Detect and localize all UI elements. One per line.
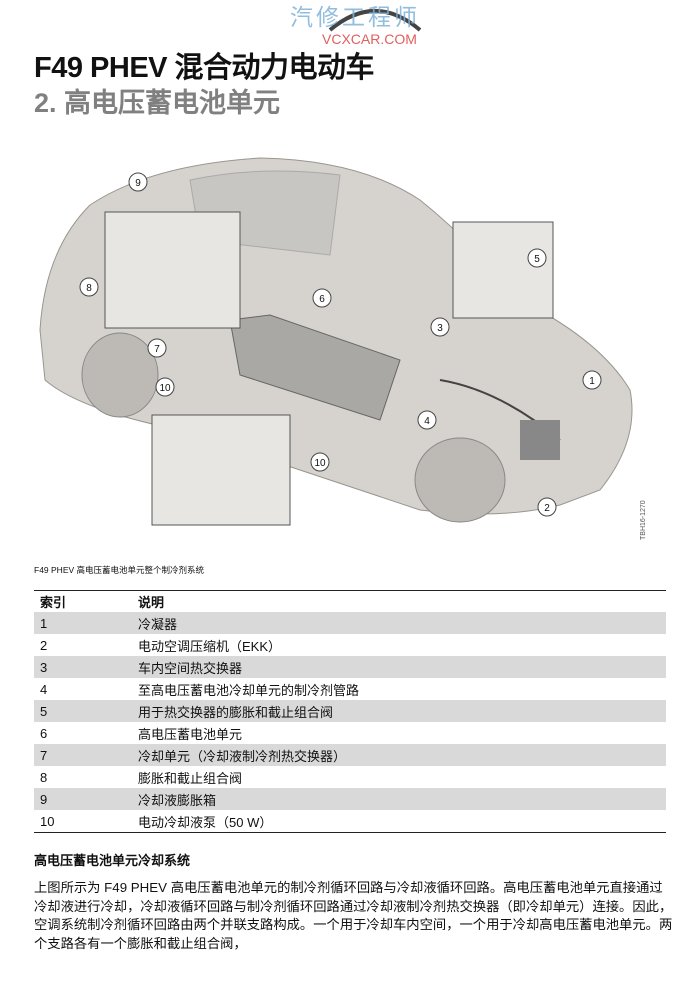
- row-description: 至高电压蓄电池冷却单元的制冷剂管路: [138, 682, 360, 698]
- svg-text:8: 8: [86, 283, 92, 294]
- header-description: 说明: [132, 590, 666, 612]
- table-header: 索引 说明: [34, 590, 666, 612]
- watermark-url: VCXCAR.COM: [322, 31, 417, 47]
- svg-text:1: 1: [589, 376, 595, 387]
- inset-boxes: [104, 211, 554, 526]
- row-description: 电动空调压缩机（EKK）: [138, 638, 282, 654]
- page-title: F49 PHEV 混合动力电动车: [34, 52, 375, 84]
- callout-10: 10: [155, 377, 175, 397]
- row-description: 冷凝器: [132, 612, 666, 634]
- svg-text:10: 10: [314, 458, 326, 469]
- row-description: 用于热交换器的膨胀和截止组合阀: [132, 700, 666, 722]
- callout-2: 2: [537, 497, 557, 517]
- callout-6: 6: [312, 288, 332, 308]
- table-row: 2 电动空调压缩机（EKK）: [34, 634, 666, 656]
- row-index: 9: [34, 788, 132, 810]
- callout-7: 7: [147, 338, 167, 358]
- watermark-logo: [328, 9, 422, 32]
- svg-text:7: 7: [154, 344, 160, 355]
- callout-8: 8: [79, 277, 99, 297]
- callout-5: 5: [527, 248, 547, 268]
- table-row: 4 至高电压蓄电池冷却单元的制冷剂管路: [34, 678, 666, 700]
- svg-text:4: 4: [424, 416, 430, 427]
- row-index: 6: [40, 725, 48, 741]
- callout-4: 4: [417, 410, 437, 430]
- table-row: 6 高电压蓄电池单元: [34, 722, 666, 744]
- svg-text:5: 5: [534, 254, 540, 265]
- row-description: 冷却单元（冷却液制冷剂热交换器）: [132, 744, 666, 766]
- svg-text:2: 2: [544, 503, 550, 514]
- row-description: 冷却液膨胀箱: [132, 788, 666, 810]
- row-description: 高电压蓄电池单元: [138, 726, 243, 742]
- row-description: 车内空间热交换器: [132, 656, 666, 678]
- row-index: 7: [34, 744, 132, 766]
- callout-3: 3: [430, 317, 450, 337]
- callout-10-inset: 10: [310, 452, 330, 472]
- row-index: 4: [40, 681, 48, 697]
- callout-1: 1: [582, 370, 602, 390]
- callout-9: 9: [128, 172, 148, 192]
- page-subtitle: 2. 高电压蓄电池单元: [34, 88, 281, 118]
- svg-text:10: 10: [159, 383, 171, 394]
- vehicle-illustration: 1 2 3 4 5 6 7 8 9 10 10: [39, 157, 633, 526]
- row-description: 电动冷却液泵（50 W）: [132, 810, 666, 833]
- figure-caption: F49 PHEV 高电压蓄电池单元整个制冷剂系统: [34, 565, 205, 575]
- row-index: 5: [34, 700, 132, 722]
- row-index: 10: [34, 810, 132, 833]
- figure-code: TBH16-1270: [640, 500, 647, 540]
- row-description: 膨胀和截止组合阀: [138, 770, 243, 786]
- svg-text:9: 9: [135, 178, 141, 189]
- row-index: 2: [40, 637, 48, 653]
- section-heading: 高电压蓄电池单元冷却系统: [34, 853, 191, 868]
- header-index: 索引: [34, 590, 132, 612]
- row-index: 1: [34, 612, 132, 634]
- row-index: 3: [34, 656, 132, 678]
- table-row: 8 膨胀和截止组合阀: [34, 766, 666, 788]
- section-paragraph: 上图所示为 F49 PHEV 高电压蓄电池单元的制冷剂循环回路与冷却液循环回路。…: [34, 880, 673, 951]
- svg-text:6: 6: [319, 294, 325, 305]
- watermark-text: 汽修工程师: [290, 4, 420, 30]
- row-index: 8: [40, 769, 48, 785]
- svg-text:3: 3: [437, 323, 443, 334]
